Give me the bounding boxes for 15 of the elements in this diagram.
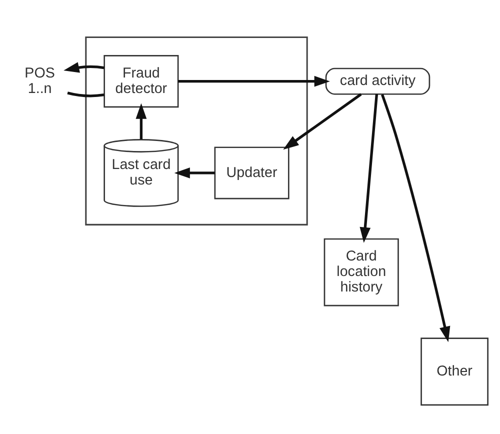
node-box: card activity — [325, 68, 430, 95]
arrow — [283, 93, 362, 150]
node-box: Card location history — [324, 238, 399, 306]
arrow — [136, 103, 147, 140]
arrow — [360, 94, 378, 243]
node-box: Fraud detector — [104, 55, 179, 108]
connector — [67, 92, 104, 98]
arrow — [380, 94, 450, 342]
arrow — [174, 168, 215, 178]
arrow — [178, 76, 330, 87]
node-box: Other — [420, 338, 488, 406]
arrow — [64, 62, 104, 73]
node-text: POS 1..n — [24, 65, 55, 97]
cluster — [85, 36, 308, 226]
node-box: Updater — [214, 146, 290, 200]
